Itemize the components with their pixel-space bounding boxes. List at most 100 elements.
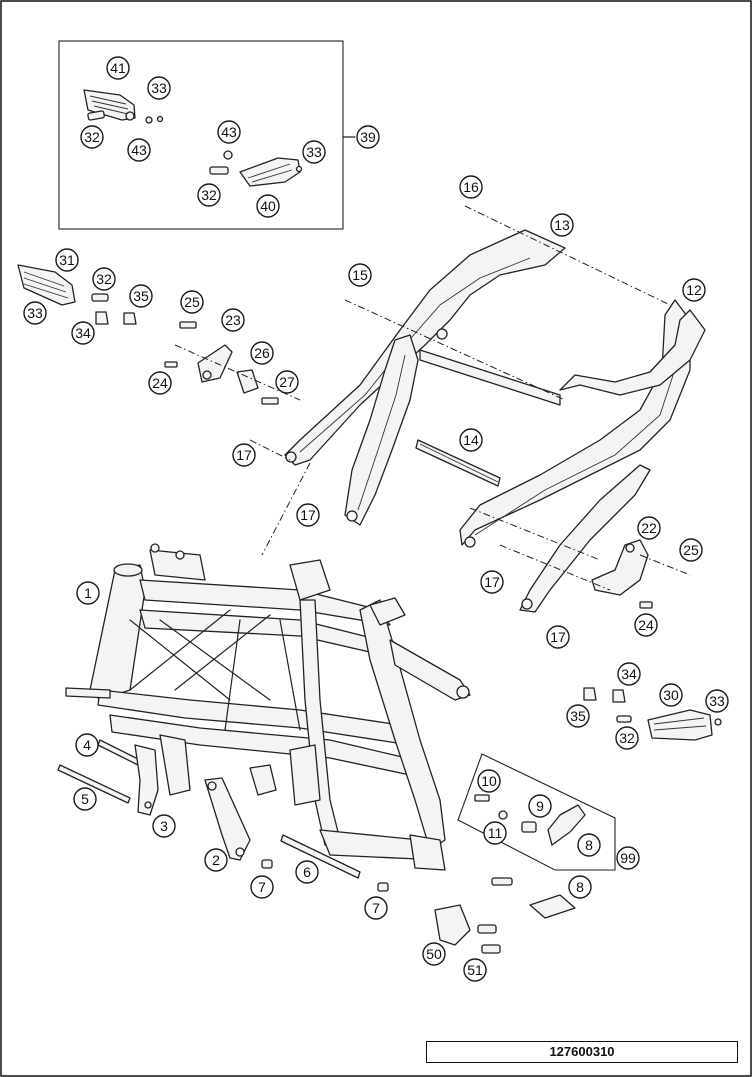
callout-39: 39 [356, 125, 380, 149]
footrest-bracket-front-left [197, 344, 259, 394]
callout-7: 7 [364, 896, 388, 920]
callout-15: 15 [348, 263, 372, 287]
callout-3: 3 [152, 814, 176, 838]
lever-outer [491, 877, 576, 919]
svg-text:34: 34 [621, 666, 637, 682]
callout-5: 5 [73, 787, 97, 811]
callout-17: 17 [296, 503, 320, 527]
callout-22: 22 [637, 516, 661, 540]
svg-text:39: 39 [360, 129, 376, 145]
svg-text:30: 30 [663, 687, 679, 703]
callout-9: 9 [528, 794, 552, 818]
svg-text:12: 12 [686, 282, 702, 298]
svg-text:35: 35 [133, 288, 149, 304]
callout-33: 33 [302, 140, 326, 164]
svg-text:5: 5 [81, 791, 89, 807]
callout-4: 4 [75, 733, 99, 757]
svg-text:99: 99 [620, 850, 636, 866]
svg-text:34: 34 [75, 325, 91, 341]
callout-17: 17 [232, 443, 256, 467]
callout-27: 27 [275, 370, 299, 394]
svg-text:27: 27 [279, 374, 295, 390]
leader-lines [174, 205, 691, 591]
svg-text:15: 15 [352, 267, 368, 283]
rear-subframe [284, 229, 706, 613]
callout-35: 35 [129, 284, 153, 308]
svg-text:25: 25 [184, 294, 200, 310]
callout-2: 2 [204, 848, 228, 872]
svg-text:6: 6 [303, 864, 311, 880]
callout-24: 24 [634, 613, 658, 637]
svg-text:50: 50 [426, 946, 442, 962]
callout-99: 99 [616, 846, 640, 870]
callout-51: 51 [463, 958, 487, 982]
svg-text:32: 32 [619, 730, 635, 746]
engine-mount-bolt-short [97, 739, 141, 766]
footrest-rear-right [239, 157, 301, 187]
callout-34: 34 [617, 662, 641, 686]
callout-6: 6 [295, 860, 319, 884]
engine-mount-link [204, 777, 251, 861]
svg-text:1: 1 [84, 585, 92, 601]
callouts: 41 33 32 43 43 33 32 40 39 16 13 12 31 3… [23, 56, 729, 982]
svg-text:33: 33 [27, 305, 43, 321]
callout-8: 8 [577, 833, 601, 857]
svg-text:35: 35 [570, 708, 586, 724]
mount-clamp [249, 764, 277, 796]
footrest-front-left [17, 264, 76, 306]
callout-33: 33 [147, 76, 171, 100]
callout-16: 16 [459, 175, 483, 199]
callout-50: 50 [422, 942, 446, 966]
callout-25: 25 [679, 538, 703, 562]
svg-text:23: 23 [225, 312, 241, 328]
svg-text:33: 33 [709, 693, 725, 709]
callout-32: 32 [92, 267, 116, 291]
svg-text:41: 41 [110, 60, 126, 76]
callout-40: 40 [256, 194, 280, 218]
svg-text:51: 51 [467, 962, 483, 978]
svg-text:40: 40 [260, 198, 276, 214]
svg-text:10: 10 [481, 773, 497, 789]
callout-33: 33 [23, 301, 47, 325]
svg-text:4: 4 [83, 737, 91, 753]
svg-text:24: 24 [638, 617, 654, 633]
callout-7: 7 [250, 875, 274, 899]
callout-17: 17 [546, 625, 570, 649]
svg-text:32: 32 [96, 271, 112, 287]
callout-26: 26 [250, 341, 274, 365]
svg-text:26: 26 [254, 345, 270, 361]
svg-text:43: 43 [221, 124, 237, 140]
callout-13: 13 [550, 213, 574, 237]
footrest-right [647, 709, 713, 741]
callout-35: 35 [566, 704, 590, 728]
callout-43: 43 [217, 120, 241, 144]
callout-24: 24 [148, 371, 172, 395]
svg-text:2: 2 [212, 852, 220, 868]
svg-text:7: 7 [258, 879, 266, 895]
svg-text:14: 14 [463, 432, 479, 448]
svg-text:16: 16 [463, 179, 479, 195]
callout-43: 43 [127, 138, 151, 162]
lever-kit-group [457, 753, 616, 871]
svg-text:24: 24 [152, 375, 168, 391]
callout-41: 41 [106, 56, 130, 80]
svg-text:17: 17 [236, 447, 252, 463]
svg-text:8: 8 [576, 879, 584, 895]
svg-text:33: 33 [151, 80, 167, 96]
svg-text:3: 3 [160, 818, 168, 834]
footrest-kit-group [58, 40, 356, 230]
pin-32-kit-top [87, 110, 105, 121]
svg-text:17: 17 [300, 507, 316, 523]
callout-17: 17 [480, 570, 504, 594]
callout-31: 31 [55, 248, 79, 272]
main-frame [65, 543, 471, 871]
callout-32: 32 [80, 125, 104, 149]
svg-text:11: 11 [488, 825, 503, 841]
callout-30: 30 [659, 683, 683, 707]
svg-text:7: 7 [372, 900, 380, 916]
svg-text:9: 9 [536, 798, 544, 814]
footrest-kit-box [58, 40, 344, 230]
